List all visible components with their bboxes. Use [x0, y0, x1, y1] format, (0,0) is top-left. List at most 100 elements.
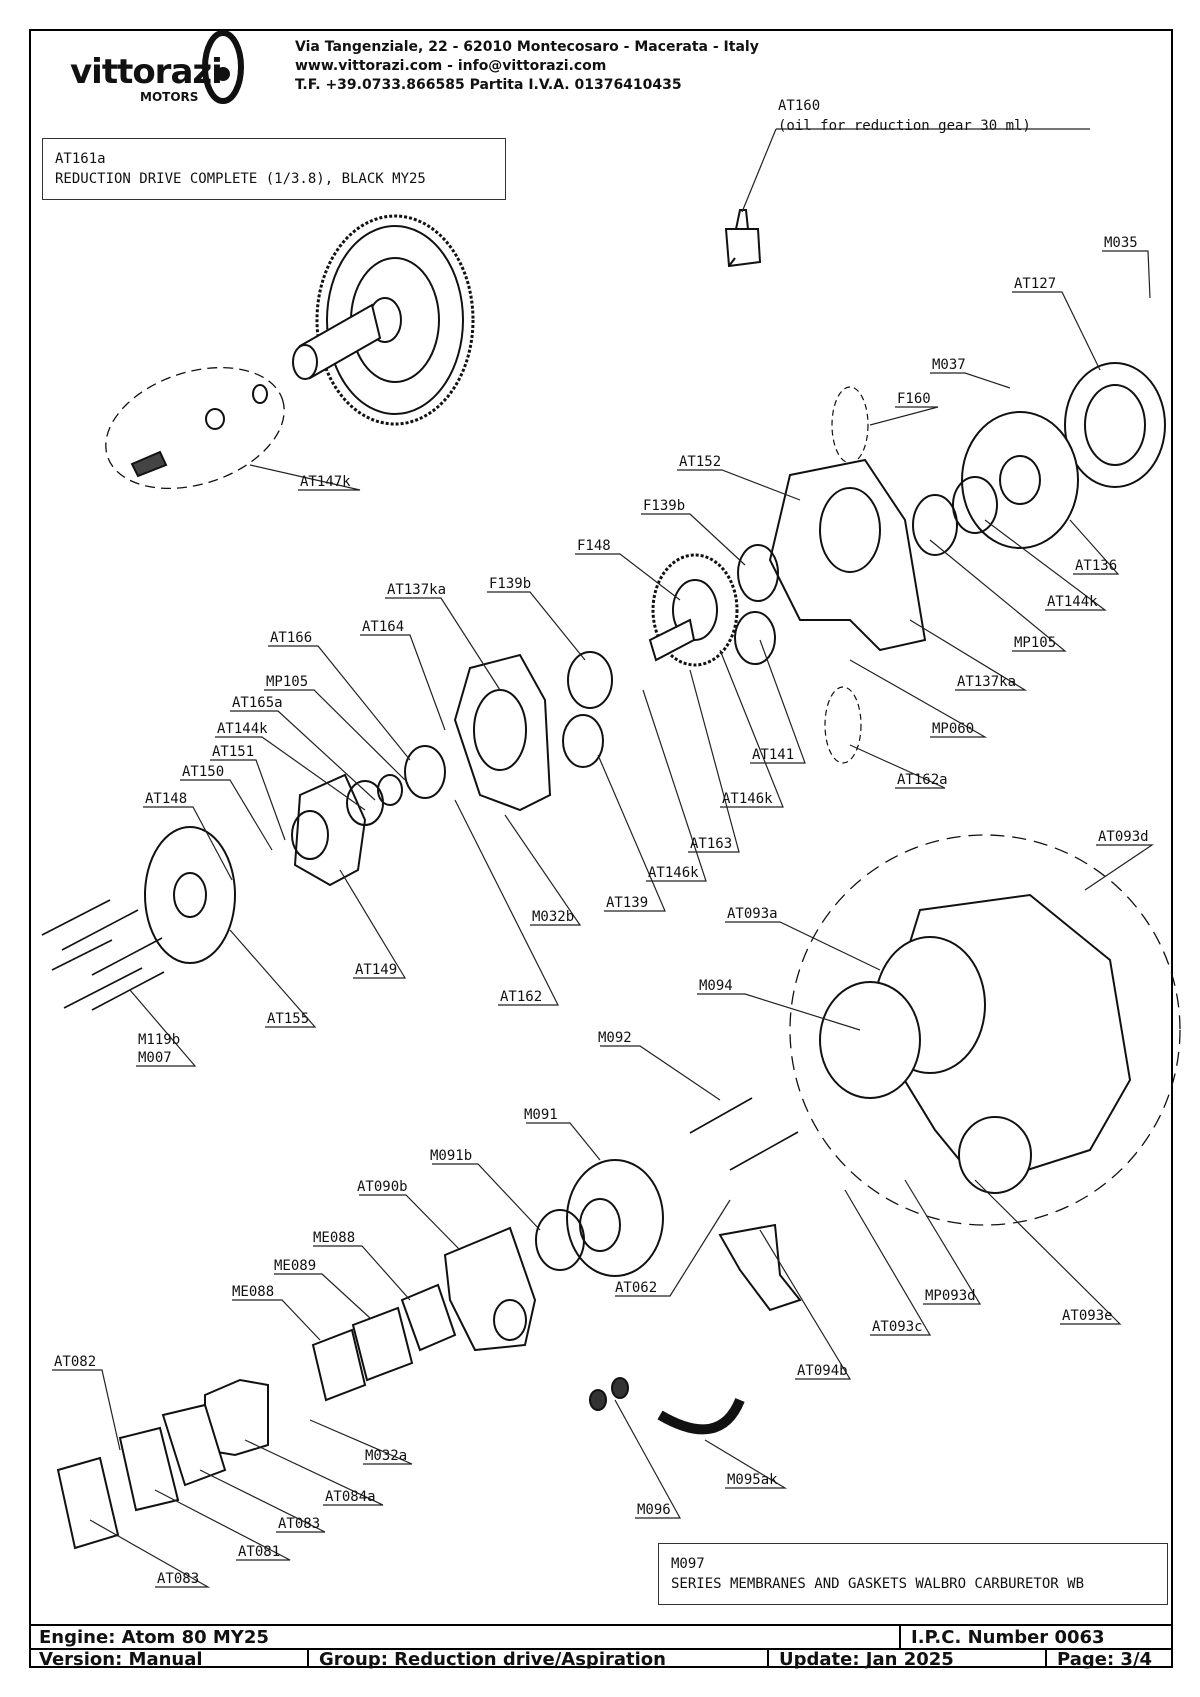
part-label: M091b	[430, 1148, 472, 1164]
reduction-gear-icon	[292, 214, 475, 426]
part-label: AT093a	[727, 906, 778, 922]
address-line-2: www.vittorazi.com - info@vittorazi.com	[295, 58, 607, 74]
gasket-icon	[400, 1283, 457, 1352]
shaft-bolts-icon	[130, 384, 268, 478]
part-label: AT093e	[1062, 1308, 1113, 1324]
part-label: AT162a	[897, 772, 948, 788]
part-label: AT165a	[232, 695, 283, 711]
part-label: AT148	[145, 791, 187, 807]
gearbox-housing-right-icon	[768, 458, 927, 652]
part-label: AT090b	[357, 1179, 408, 1195]
part-label: AT163	[690, 836, 732, 852]
part-label: AT164	[362, 619, 404, 635]
part-label: M092	[598, 1030, 632, 1046]
bearing-icon	[737, 544, 779, 602]
part-labels: M035 AT127 M037 F160 AT152 F139b F148 AT…	[54, 98, 1149, 1587]
part-label: ME089	[274, 1258, 316, 1274]
fuel-hose-icon	[657, 1397, 745, 1435]
part-label: AT152	[679, 454, 721, 470]
part-label: AT139	[606, 895, 648, 911]
bearing-icon	[562, 714, 604, 768]
part-label: AT149	[355, 962, 397, 978]
clutch-drum-icon	[961, 362, 1166, 549]
part-label: M007	[138, 1050, 172, 1066]
kit-box-reduction-drive: AT161a REDUCTION DRIVE COMPLETE (1/3.8),…	[42, 138, 506, 200]
part-label: F139b	[489, 576, 531, 592]
footer-row-1: Engine: Atom 80 MY25 I.P.C. Number 0063	[29, 1624, 1173, 1648]
address-line-1: Via Tangenziale, 22 - 62010 Montecosaro …	[295, 39, 759, 55]
part-label: M032b	[532, 909, 574, 925]
part-label: M035	[1104, 235, 1138, 251]
part-label: AT144k	[1047, 594, 1098, 610]
part-label: AT151	[212, 744, 254, 760]
pinion-gear-icon	[648, 553, 739, 667]
reed-valve-icon	[56, 1378, 269, 1550]
gasket-icon	[311, 1328, 367, 1402]
part-label: AT166	[270, 630, 312, 646]
part-label: AT084a	[325, 1489, 376, 1505]
part-label: AT082	[54, 1354, 96, 1370]
part-label: MP105	[1014, 635, 1056, 651]
part-label: AT083	[157, 1571, 199, 1587]
part-label: AT146k	[648, 865, 699, 881]
gasket-icon	[351, 1306, 414, 1382]
part-label: AT137ka	[387, 582, 446, 598]
part-label: AT150	[182, 764, 224, 780]
footer-row-2: Version: Manual Group: Reduction drive/A…	[29, 1648, 1173, 1670]
company-address: Via Tangenziale, 22 - 62010 Montecosaro …	[295, 38, 759, 95]
part-label: M096	[637, 1502, 671, 1518]
brand-logo: vittorazi MOTORS	[70, 30, 250, 110]
part-label: AT093d	[1098, 829, 1149, 845]
part-label: MP093d	[925, 1288, 976, 1304]
part-label: AT083	[278, 1516, 320, 1532]
part-label: M119b	[138, 1032, 180, 1048]
exploded-diagram: M035 AT127 M037 F160 AT152 F139b F148 AT…	[41, 98, 1181, 1588]
oil-description-label: (oil for reduction gear 30 ml)	[778, 118, 1031, 134]
part-label: F139b	[643, 498, 685, 514]
part-label: MP105	[266, 674, 308, 690]
leader-lines	[52, 128, 1154, 1588]
ipc-number: I.P.C. Number 0063	[899, 1626, 1173, 1648]
part-label: AT081	[238, 1544, 280, 1560]
update-date: Update: Jan 2025	[767, 1649, 1045, 1670]
seal-ring-icon	[404, 745, 446, 799]
bearing-icon	[567, 651, 613, 709]
bearing-icon	[734, 611, 776, 665]
page-frame	[29, 29, 1173, 1668]
part-label: AT155	[267, 1011, 309, 1027]
carburetor-icon	[443, 1226, 537, 1352]
cap-icon	[611, 1377, 629, 1399]
part-label: M094	[699, 978, 733, 994]
part-label: ME088	[313, 1230, 355, 1246]
part-label: AT062	[615, 1280, 657, 1296]
part-label: F160	[897, 391, 931, 407]
oil-code-label: AT160	[778, 98, 820, 114]
part-label: F148	[577, 538, 611, 554]
part-label: AT093c	[872, 1319, 923, 1335]
logo-mark-icon	[202, 30, 244, 104]
kit-description: REDUCTION DRIVE COMPLETE (1/3.8), BLACK …	[55, 171, 426, 187]
part-label: AT141	[752, 747, 794, 763]
address-line-3: T.F. +39.0733.866585 Partita I.V.A. 0137…	[295, 77, 682, 93]
cap-icon	[589, 1389, 607, 1411]
part-label: AT136	[1075, 558, 1117, 574]
part-label: M037	[932, 357, 966, 373]
part-label: MP060	[932, 721, 974, 737]
long-bolts-icon	[41, 899, 165, 1011]
kit-box-membranes: M097 SERIES MEMBRANES AND GASKETS WALBRO…	[658, 1543, 1168, 1605]
seal-ring-icon	[952, 476, 998, 534]
page-number: Page: 3/4	[1045, 1649, 1173, 1670]
part-label: AT147k	[300, 474, 351, 490]
part-label: AT162	[500, 989, 542, 1005]
logo-text: vittorazi	[70, 52, 223, 92]
airbox-icon	[819, 893, 1132, 1194]
version: Version: Manual	[39, 1648, 203, 1670]
group: Group: Reduction drive/Aspiration	[307, 1649, 767, 1670]
kit-code: M097	[671, 1556, 705, 1572]
engine-name: Engine: Atom 80 MY25	[39, 1626, 269, 1648]
carb-bolts-icon	[689, 1097, 799, 1171]
part-label: AT127	[1014, 276, 1056, 292]
part-label: AT137ka	[957, 674, 1016, 690]
kit-description: SERIES MEMBRANES AND GASKETS WALBRO CARB…	[671, 1576, 1085, 1592]
seal-ring-icon	[912, 494, 958, 556]
